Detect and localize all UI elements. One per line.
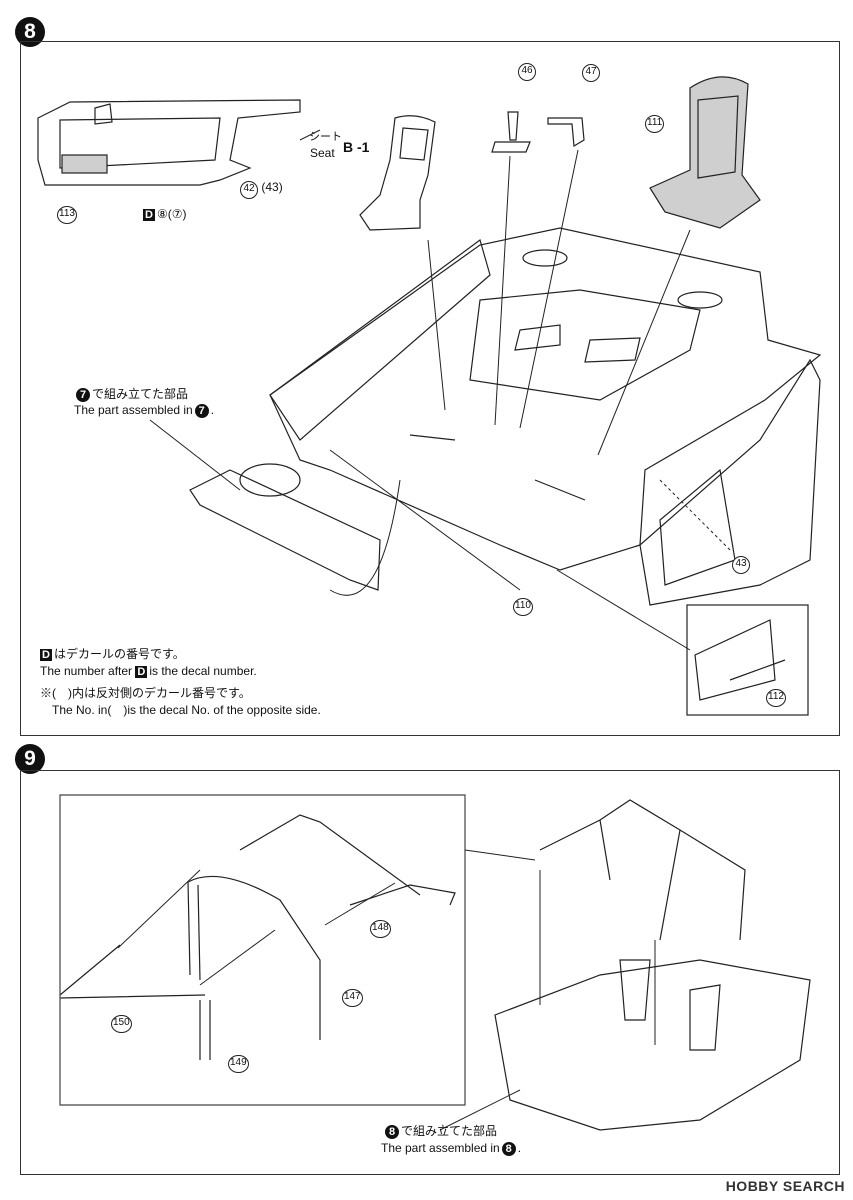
installed-rollcage bbox=[539, 799, 746, 941]
seat-label-jp: シート bbox=[309, 131, 342, 143]
step-ref-8: 8 bbox=[385, 1125, 399, 1139]
part-number-42: 42 bbox=[240, 181, 258, 199]
seat-label-en: Seat bbox=[310, 146, 335, 160]
step-8-panel bbox=[20, 41, 840, 736]
watermark: HOBBY SEARCH bbox=[725, 1178, 845, 1194]
seat-b1 bbox=[359, 115, 436, 231]
decal-ref-text: ⑧(⑦) bbox=[156, 207, 187, 221]
part-number-113: 113 bbox=[57, 206, 77, 224]
part-number-111: 111 bbox=[645, 115, 665, 133]
part-ref-42-43: 42 (43) bbox=[240, 180, 283, 199]
detail-inset-frame bbox=[686, 604, 809, 716]
part-number-150: 150 bbox=[111, 1015, 132, 1033]
decal-note-jp-text: はデカールの番号です。 bbox=[53, 647, 185, 661]
decal-note-en-d-marker: D bbox=[135, 666, 148, 678]
part-number-149: 149 bbox=[228, 1055, 249, 1073]
decal-d-marker: D bbox=[143, 209, 155, 221]
part-number-43: 43 bbox=[732, 556, 750, 574]
seat-part-b1: B -1 bbox=[343, 139, 370, 155]
rollcage-main-hoop-147 bbox=[187, 875, 321, 1040]
door-panel-113 bbox=[37, 99, 301, 186]
part-number-148: 148 bbox=[370, 920, 391, 938]
step-ref-8-en: 8 bbox=[501, 1142, 516, 1156]
decal-note-en-before: The number after bbox=[40, 664, 133, 678]
step-9-panel bbox=[20, 770, 840, 1175]
handbrake-47 bbox=[547, 117, 585, 148]
step-ref-7-en: 7 bbox=[194, 404, 209, 418]
part-number-47: 47 bbox=[582, 64, 600, 82]
step-9-badge: 9 bbox=[15, 744, 45, 774]
rollcage-bar-148 bbox=[239, 814, 421, 896]
decal-note-d-marker: D bbox=[40, 649, 52, 661]
part-number-43-paren: (43) bbox=[261, 180, 283, 194]
assembled-note-8-en-text: The part assembled in bbox=[381, 1141, 500, 1155]
decal-note-en-after: is the decal number. bbox=[149, 664, 257, 678]
part-number-110: 110 bbox=[513, 598, 533, 616]
floor-pan-110 bbox=[269, 227, 822, 571]
rollcage-leg-149 bbox=[199, 1000, 211, 1060]
part-number-112: 112 bbox=[766, 689, 786, 707]
assembled-note-jp-text: で組み立てた部品 bbox=[92, 387, 189, 401]
step-ref-7: 7 bbox=[76, 388, 90, 402]
part-number-46: 46 bbox=[518, 63, 536, 81]
assembled-note-8-jp-text: で組み立てた部品 bbox=[401, 1124, 498, 1138]
paren-note-en: The No. in( )is the decal No. of the opp… bbox=[52, 703, 321, 717]
part-number-147: 147 bbox=[342, 989, 363, 1007]
assembled-note-en-text: The part assembled in bbox=[74, 403, 193, 417]
assembled-body bbox=[494, 959, 811, 1131]
paren-note-jp: ※( )内は反対側のデカール番号です。 bbox=[40, 686, 251, 700]
side-panel-43 bbox=[639, 358, 821, 606]
rollcage-side-bar-150 bbox=[59, 944, 206, 999]
dashboard-assembly-7 bbox=[189, 469, 381, 591]
seat-111 bbox=[649, 76, 761, 229]
gear-lever-46 bbox=[491, 111, 531, 153]
